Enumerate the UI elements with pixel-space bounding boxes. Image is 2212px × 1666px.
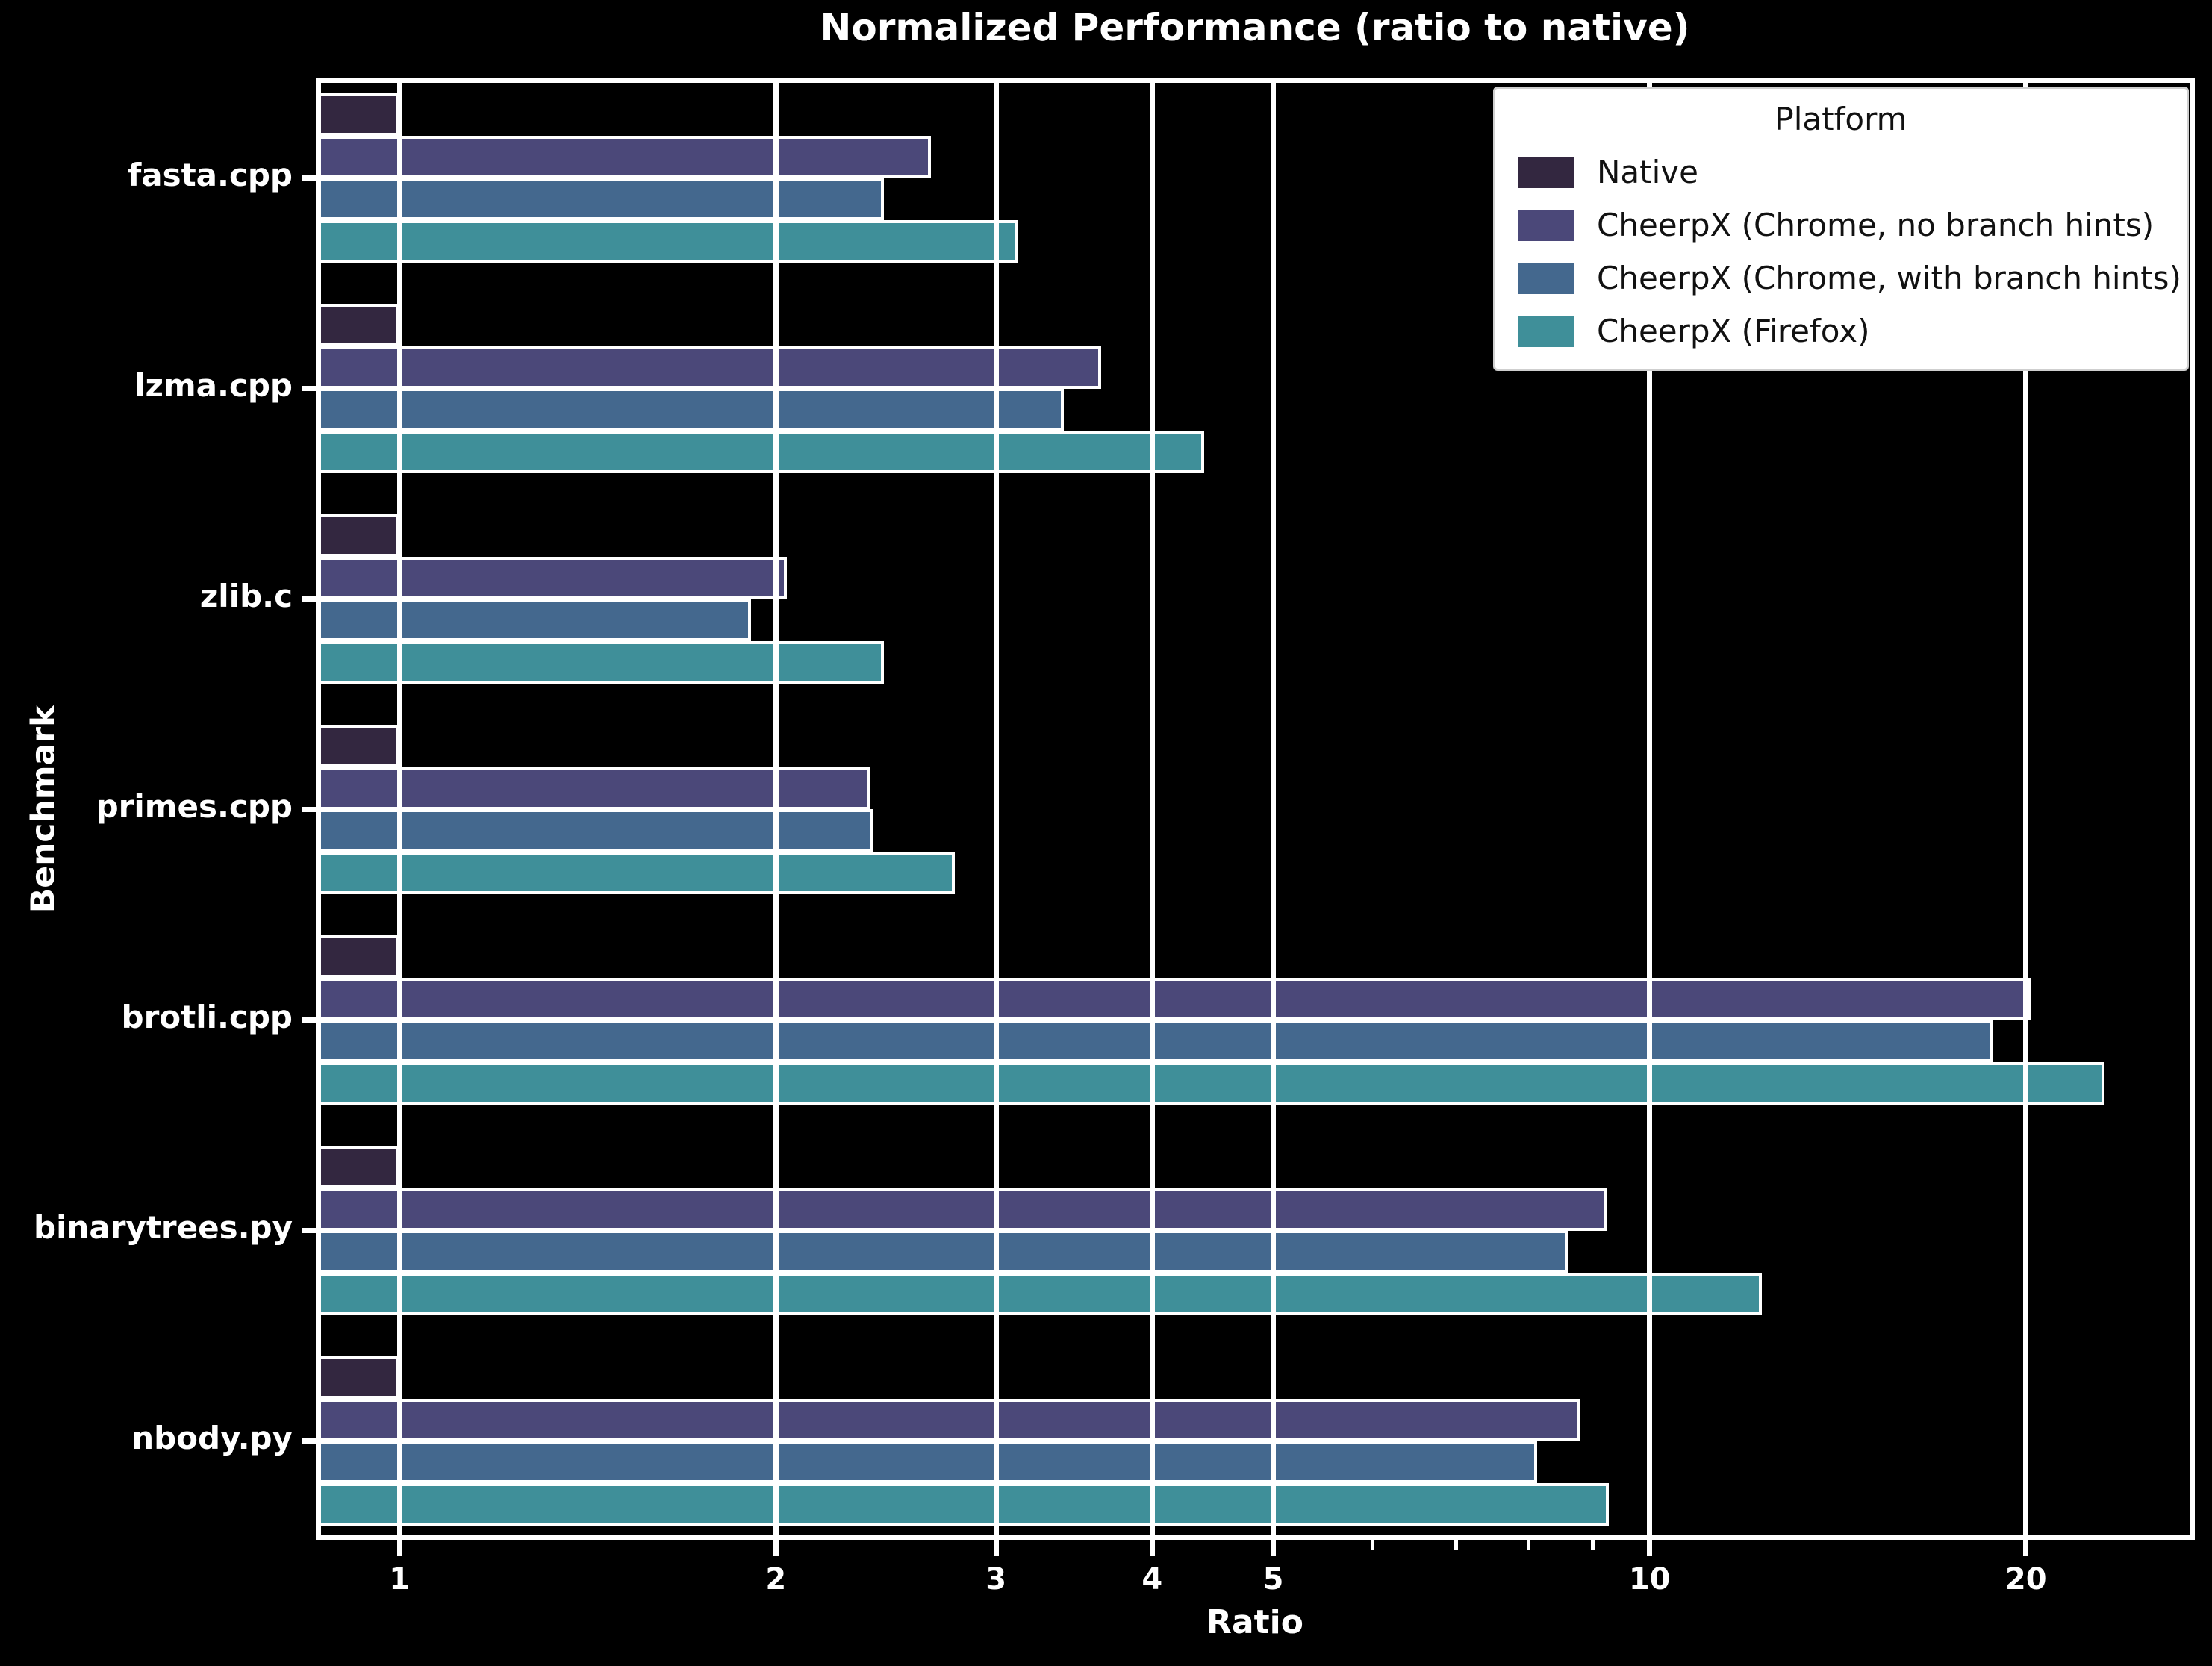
- bar-fasta.cpp-series-0: [316, 93, 400, 136]
- legend-item-label-1: CheerpX (Chrome, no branch hints): [1597, 207, 2155, 243]
- x-tick-label-2: 2: [765, 1562, 787, 1597]
- x-tick-label-20: 20: [2004, 1562, 2047, 1597]
- legend-item-label-3: CheerpX (Firefox): [1597, 313, 1870, 349]
- y-tick-label-fasta.cpp: fasta.cpp: [127, 157, 293, 193]
- gridline-x-20: [2023, 78, 2029, 1540]
- legend-item-1: CheerpX (Chrome, no branch hints): [1518, 207, 2187, 243]
- bar-nbody.py-series-1: [316, 1398, 1580, 1441]
- bar-fasta.cpp-series-3: [316, 219, 1018, 263]
- bar-lzma.cpp-series-3: [316, 430, 1204, 473]
- y-tick-primes.cpp: [302, 806, 316, 812]
- bar-zlib.c-series-3: [316, 640, 884, 684]
- bar-binarytrees.py-series-3: [316, 1272, 1763, 1315]
- y-tick-fasta.cpp: [302, 175, 316, 181]
- gridline-x-10: [1647, 78, 1653, 1540]
- bar-zlib.c-series-1: [316, 556, 787, 599]
- legend-title: Platform: [1775, 101, 1907, 137]
- x-tick-label-3: 3: [985, 1562, 1007, 1597]
- bar-primes.cpp-series-3: [316, 851, 955, 894]
- bar-nbody.py-series-3: [316, 1482, 1609, 1526]
- x-tick-4: [1149, 1540, 1155, 1556]
- legend-swatch-2: [1518, 262, 1574, 294]
- x-minor-tick-8: [1526, 1540, 1530, 1550]
- x-minor-tick-6: [1370, 1540, 1374, 1550]
- x-minor-tick-9: [1590, 1540, 1595, 1550]
- bar-binarytrees.py-series-2: [316, 1230, 1568, 1273]
- x-tick-label-1: 1: [389, 1562, 411, 1597]
- chart-title: Normalized Performance (ratio to native): [820, 6, 1690, 49]
- bar-brotli.cpp-series-1: [316, 977, 2031, 1020]
- gridline-x-3: [993, 78, 999, 1540]
- y-tick-binarytrees.py: [302, 1227, 316, 1233]
- y-tick-label-lzma.cpp: lzma.cpp: [134, 367, 293, 404]
- x-tick-10: [1647, 1540, 1653, 1556]
- bar-primes.cpp-series-2: [316, 809, 873, 852]
- bar-brotli.cpp-series-3: [316, 1061, 2104, 1105]
- legend-swatch-3: [1518, 315, 1574, 347]
- bar-lzma.cpp-series-2: [316, 388, 1065, 431]
- x-tick-label-4: 4: [1141, 1562, 1163, 1597]
- bar-nbody.py-series-0: [316, 1356, 400, 1399]
- legend-swatch-0: [1518, 156, 1574, 188]
- y-tick-brotli.cpp: [302, 1017, 316, 1023]
- x-tick-2: [773, 1540, 779, 1556]
- bottom-spine: [316, 1535, 2195, 1540]
- legend-item-label-0: Native: [1597, 154, 1698, 190]
- legend-item-label-2: CheerpX (Chrome, with branch hints): [1597, 260, 2181, 296]
- y-axis-label: Benchmark: [24, 705, 63, 914]
- gridline-x-4: [1149, 78, 1155, 1540]
- top-spine: [316, 78, 2195, 83]
- bar-fasta.cpp-series-1: [316, 135, 931, 178]
- y-tick-label-binarytrees.py: binarytrees.py: [34, 1209, 293, 1246]
- y-tick-label-nbody.py: nbody.py: [131, 1420, 293, 1456]
- x-tick-label-5: 5: [1262, 1562, 1284, 1597]
- bar-zlib.c-series-2: [316, 599, 751, 641]
- bar-lzma.cpp-series-1: [316, 346, 1101, 389]
- bar-fasta.cpp-series-2: [316, 178, 884, 220]
- gridline-x-2: [773, 78, 779, 1540]
- x-tick-label-10: 10: [1628, 1562, 1671, 1597]
- x-tick-3: [993, 1540, 999, 1556]
- y-tick-lzma.cpp: [302, 385, 316, 391]
- x-axis-label: Ratio: [1206, 1603, 1303, 1641]
- bar-binarytrees.py-series-0: [316, 1146, 400, 1188]
- gridline-x-1: [396, 78, 402, 1540]
- y-tick-label-zlib.c: zlib.c: [199, 578, 293, 614]
- legend-item-3: CheerpX (Firefox): [1518, 313, 2187, 349]
- bar-brotli.cpp-series-0: [316, 935, 400, 978]
- left-spine: [316, 78, 321, 1540]
- bar-zlib.c-series-0: [316, 514, 400, 557]
- x-tick-5: [1271, 1540, 1277, 1556]
- y-tick-nbody.py: [302, 1438, 316, 1444]
- legend-item-0: Native: [1518, 154, 2187, 190]
- legend-item-2: CheerpX (Chrome, with branch hints): [1518, 260, 2187, 296]
- y-tick-zlib.c: [302, 596, 316, 602]
- y-tick-label-primes.cpp: primes.cpp: [96, 788, 293, 825]
- x-minor-tick-7: [1454, 1540, 1458, 1550]
- y-tick-label-brotli.cpp: brotli.cpp: [121, 999, 293, 1035]
- right-spine: [2190, 78, 2195, 1540]
- bar-lzma.cpp-series-0: [316, 304, 400, 346]
- bar-nbody.py-series-2: [316, 1441, 1538, 1483]
- gridline-x-5: [1271, 78, 1277, 1540]
- bar-primes.cpp-series-0: [316, 725, 400, 767]
- x-tick-1: [396, 1540, 402, 1556]
- legend-swatch-1: [1518, 209, 1574, 241]
- bar-binarytrees.py-series-1: [316, 1188, 1607, 1231]
- x-tick-20: [2023, 1540, 2029, 1556]
